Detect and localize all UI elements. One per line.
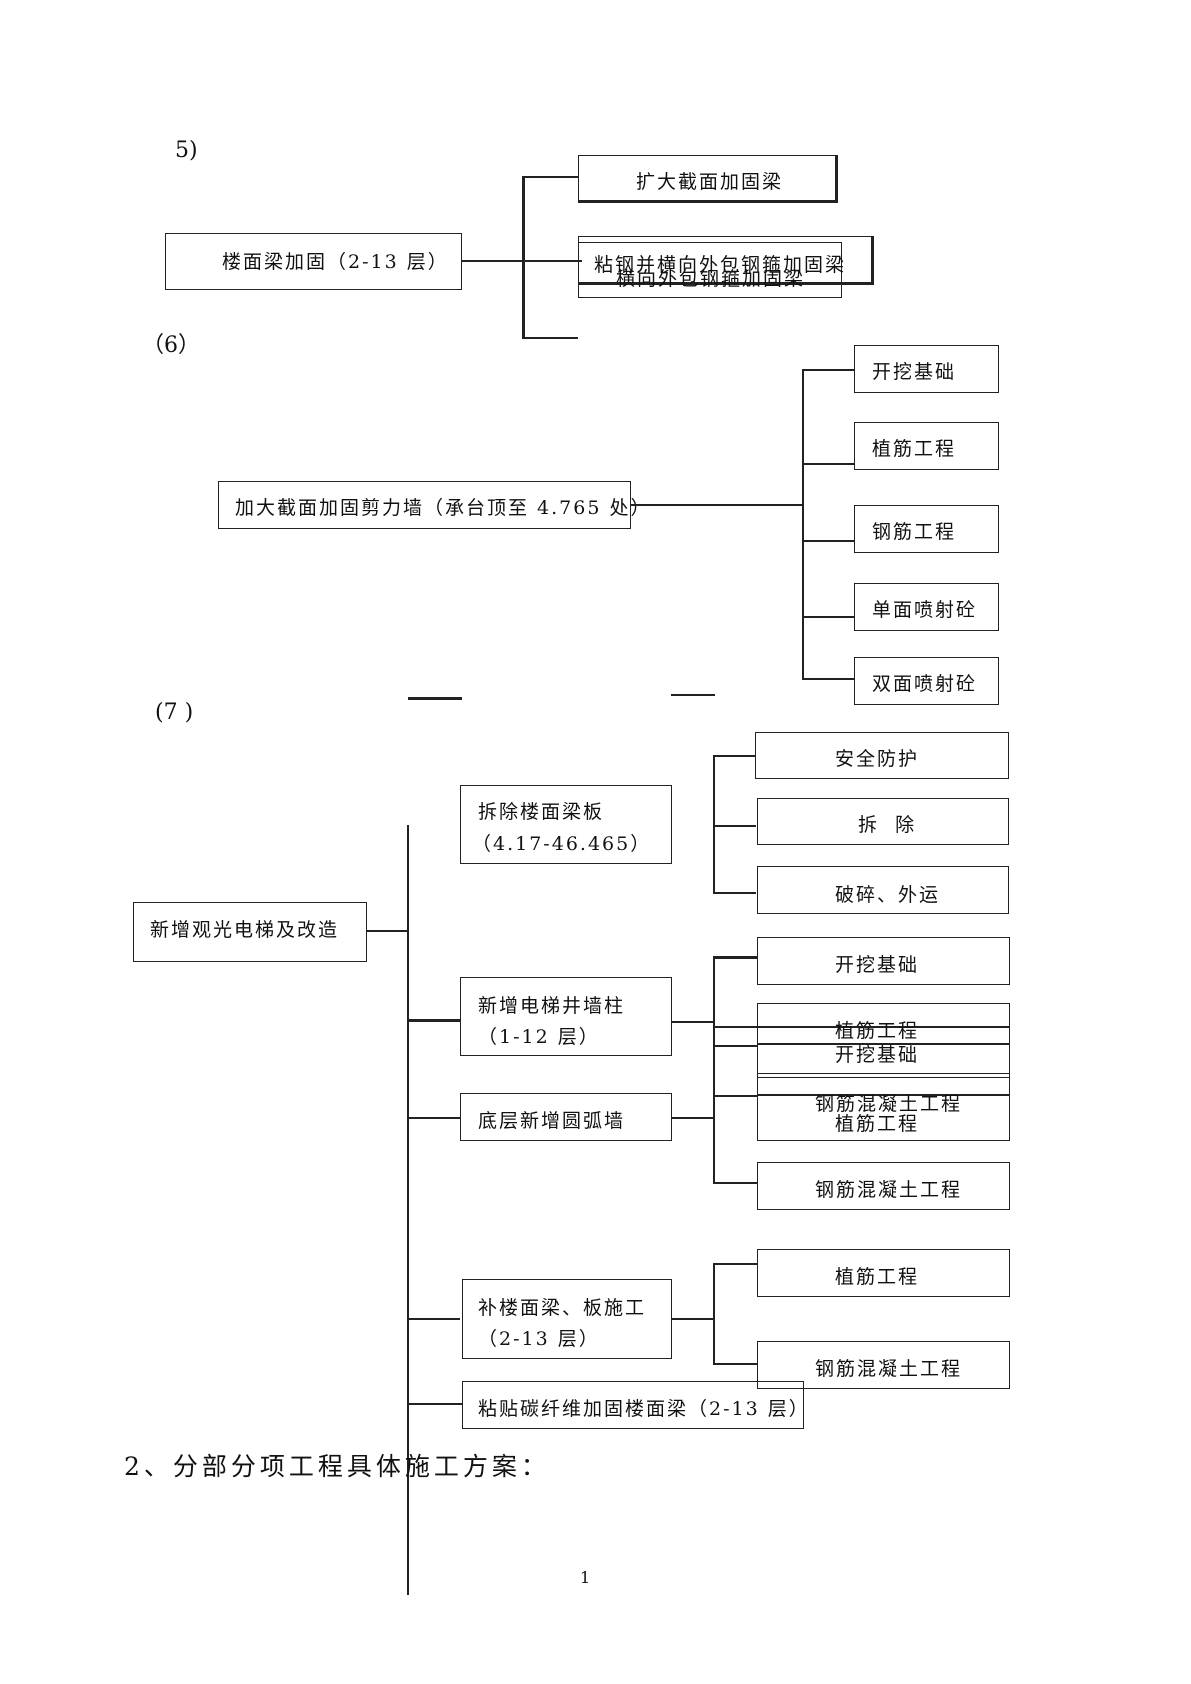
connector [802, 369, 855, 371]
section-6-child-box [854, 657, 999, 705]
section-7-root-box [133, 902, 367, 962]
section-6-child-label: 开挖基础 [872, 361, 957, 383]
section-7-leaf-label: 钢筋混凝土工程 [815, 1093, 963, 1115]
section-6-root-label: 加大截面加固剪力墙（承台顶至 4.765 处） [235, 497, 652, 519]
overlap-line [757, 1043, 1010, 1045]
section-6-child-box [854, 345, 999, 393]
section-7-root-label: 新增观光电梯及改造 [150, 919, 340, 941]
connector [522, 176, 525, 338]
connector [802, 463, 855, 465]
section-5-child-box-overlap [578, 242, 842, 298]
section-7-branch-box [460, 977, 672, 1056]
connector [713, 892, 756, 894]
page-number: 1 [580, 1568, 591, 1587]
stray-line [408, 697, 462, 700]
connector [522, 337, 578, 339]
section-5-child-box [578, 155, 838, 203]
section-heading: 2、分部分项工程具体施工方案： [124, 1452, 550, 1481]
connector [713, 957, 715, 1182]
section-5-child-label: 扩大截面加固梁 [636, 171, 784, 193]
section-7-leaf-box [757, 798, 1009, 845]
section-6-child-box [854, 505, 999, 553]
connector [407, 825, 409, 1595]
section-5-root-box [165, 233, 462, 290]
section-7-leaf-box [757, 1162, 1010, 1210]
section-7-branch-label: 拆除楼面梁板 [478, 801, 605, 823]
section-7-branch-label: （1-12 层） [478, 1026, 600, 1048]
section-7-leaf-label-overlap: 植筋工程 [835, 1113, 920, 1135]
section-7-branch-label: 底层新增圆弧墙 [478, 1110, 626, 1132]
connector [713, 1095, 757, 1097]
connector [407, 1019, 460, 1022]
connector [713, 825, 756, 827]
connector [522, 176, 578, 178]
connector [672, 1117, 714, 1119]
section-7-branch-label: （2-13 层） [478, 1328, 600, 1350]
section-6-child-label: 双面喷射砼 [872, 673, 978, 695]
section-7-branch-box [462, 1279, 672, 1359]
stray-line [671, 694, 715, 696]
section-7-branch-label: 补楼面梁、板施工 [478, 1297, 647, 1319]
section-6-child-label: 植筋工程 [872, 438, 957, 460]
connector [407, 1403, 463, 1405]
section-7-leaf-label: 植筋工程 [835, 1020, 920, 1042]
section-5-root-label: 楼面梁加固（2-13 层） [222, 251, 449, 273]
connector [713, 1263, 757, 1265]
section-7-leaf-label: 破碎、外运 [835, 884, 941, 906]
section-7-branch-box [462, 1381, 804, 1429]
section-7-leaf-label: 植筋工程 [835, 1266, 920, 1288]
overlap-line [757, 1094, 1010, 1096]
connector [713, 956, 757, 959]
section-6-child-box [854, 583, 999, 631]
section-7-number: (7 ) [155, 700, 194, 725]
section-7-leaf-box [757, 1249, 1010, 1297]
connector [713, 1182, 757, 1184]
connector [672, 1021, 714, 1023]
section-7-branch-label: （4.17-46.465） [472, 833, 652, 855]
section-7-leaf-box [755, 732, 1009, 779]
connector [713, 1363, 757, 1365]
section-5-number: 5) [175, 138, 198, 163]
section-7-leaf-label: 拆 除 [858, 814, 917, 836]
connector [407, 1318, 460, 1320]
overlap-line [757, 1026, 1010, 1028]
section-7-branch-label: 粘贴碳纤维加固楼面梁（2-13 层） [478, 1398, 810, 1420]
section-7-leaf-label: 开挖基础 [835, 954, 920, 976]
section-6-root-box [218, 481, 631, 529]
connector [713, 755, 756, 757]
connector [713, 1045, 757, 1047]
connector [367, 930, 408, 932]
section-6-child-label: 单面喷射砼 [872, 599, 978, 621]
section-7-leaf-label: 钢筋混凝土工程 [815, 1179, 963, 1201]
connector [713, 1263, 715, 1364]
section-7-leaf-box [757, 1003, 1010, 1078]
section-7-leaf-box [757, 937, 1010, 985]
section-7-leaf-label: 钢筋混凝土工程 [815, 1358, 963, 1380]
section-7-branch-box [460, 785, 672, 864]
section-5-child-label-overlap: 横向外包钢箍加固梁 [616, 268, 806, 290]
section-7-branch-box [460, 1093, 672, 1141]
connector [672, 1318, 714, 1320]
connector [713, 1026, 757, 1028]
connector [802, 678, 855, 680]
section-7-leaf-label: 安全防护 [835, 748, 920, 770]
connector [802, 369, 804, 678]
section-7-leaf-box [757, 1073, 1010, 1141]
section-6-child-label: 钢筋工程 [872, 521, 957, 543]
section-6-child-box [854, 422, 999, 470]
connector [802, 616, 855, 618]
section-7-branch-label: 新增电梯井墙柱 [478, 995, 626, 1017]
connector [713, 755, 715, 893]
connector [631, 504, 803, 506]
section-7-leaf-box [757, 1341, 1010, 1389]
connector [407, 1117, 460, 1119]
section-5-child-label: 粘钢并横向外包钢箍加固梁 [594, 254, 847, 276]
section-6-number: （6） [142, 333, 200, 358]
connector [802, 540, 855, 542]
section-7-leaf-label-overlap: 开挖基础 [835, 1044, 920, 1066]
section-7-leaf-box [757, 866, 1009, 914]
